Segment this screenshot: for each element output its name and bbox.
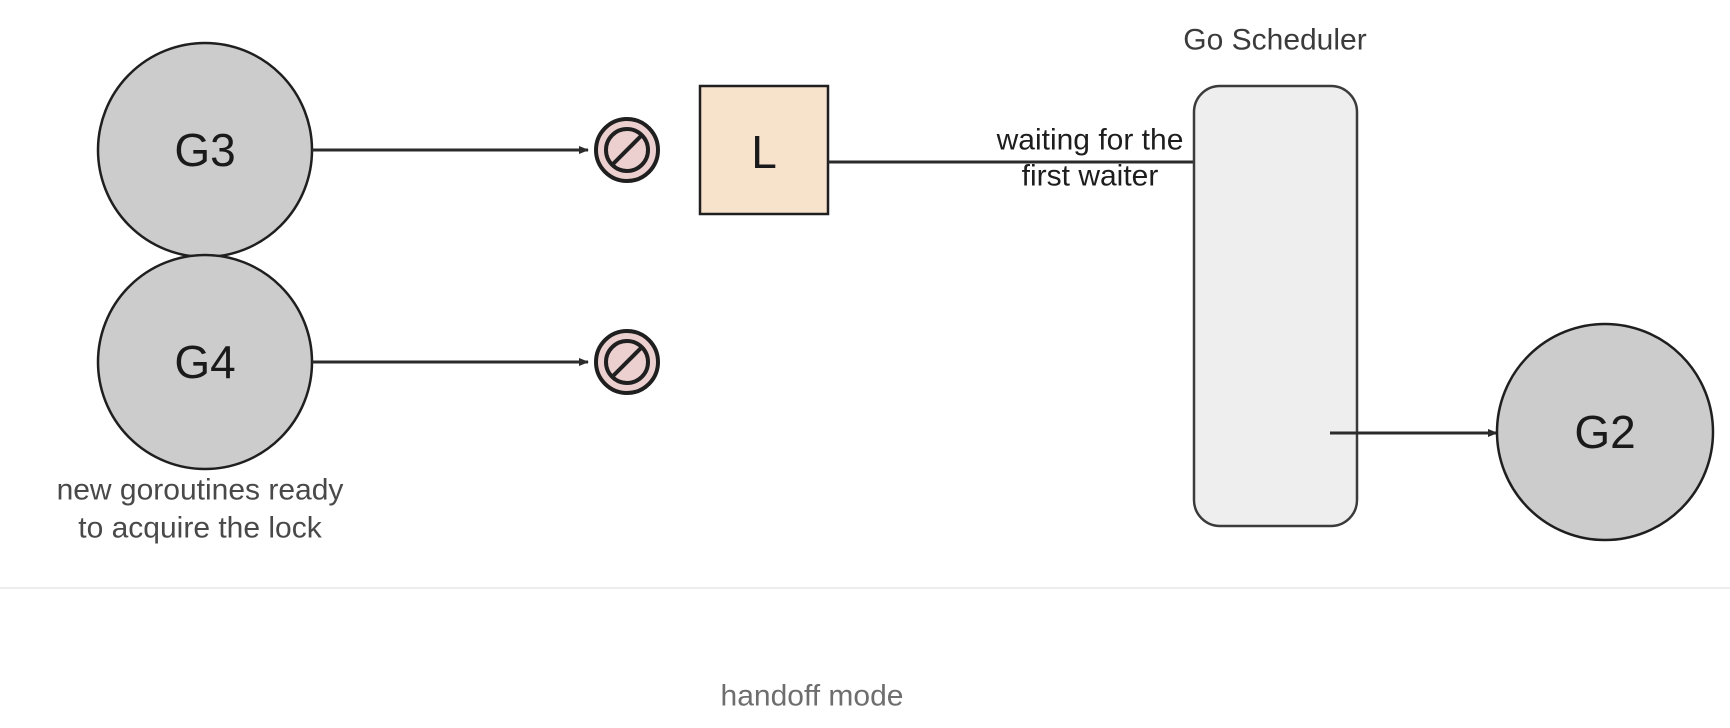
goroutine-g2-label: G2 [1574,406,1635,458]
lock-box[interactable] [698,84,830,216]
goroutine-g2-circle[interactable] [1495,322,1715,542]
figure-caption: handoff mode [721,680,904,713]
no-entry-icon [594,329,660,395]
no-entry-icon [594,117,660,183]
goroutine-g4-node[interactable]: G4 [96,253,314,471]
lock-node[interactable]: L [698,84,830,216]
scheduler-box[interactable] [1192,84,1359,528]
goroutine-g3-node[interactable]: G3 [96,41,314,259]
waiting-edge-label-line1: waiting for the [996,124,1184,157]
new-goroutines-caption-line2: to acquire the lock [78,512,322,545]
scheduler-title: Go Scheduler [1183,24,1366,57]
new-goroutines-caption-line1: new goroutines ready [57,474,344,507]
waiting-edge-label-line2: first waiter [1022,160,1159,193]
lock-label: L [751,126,777,178]
goroutine-g4-label: G4 [174,336,235,388]
goroutine-g2-node[interactable]: G2 [1495,322,1715,542]
goroutine-g3-label: G3 [174,124,235,176]
